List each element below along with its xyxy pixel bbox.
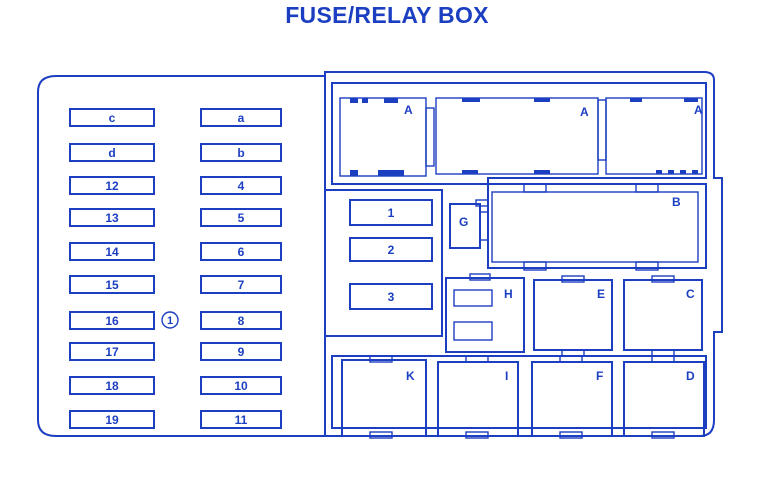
fuse-right-7-label: 9 xyxy=(238,345,245,359)
fuse-left-1: d xyxy=(69,143,155,162)
relay-i xyxy=(437,355,519,439)
fuse-right-5: 7 xyxy=(200,275,282,294)
relay-label-a3: A xyxy=(694,103,703,117)
fuse-right-2: 4 xyxy=(200,176,282,195)
fuse-right-8: 10 xyxy=(200,376,282,395)
fuse-right-5-label: 7 xyxy=(238,278,245,292)
relay-f xyxy=(531,355,613,439)
fuse-mid-0-label: 1 xyxy=(388,206,395,220)
fuse-right-0: a xyxy=(200,108,282,127)
fuse-right-3: 5 xyxy=(200,208,282,227)
fuse-left-6-label: 16 xyxy=(105,314,119,328)
fuse-right-1-label: b xyxy=(237,146,244,160)
panel-divider xyxy=(324,76,443,337)
fuse-right-6: 8 xyxy=(200,311,282,330)
diagram-title: FUSE/RELAY BOX xyxy=(285,2,489,28)
fuse-left-3-label: 13 xyxy=(105,211,119,225)
fuse-mid-0: 1 xyxy=(349,199,433,226)
fuse-right-4-label: 6 xyxy=(238,245,245,259)
fuse-mid-2-label: 3 xyxy=(388,290,395,304)
fuse-left-2: 12 xyxy=(69,176,155,195)
top-relay-tray xyxy=(331,82,707,185)
callout-circle xyxy=(161,311,179,329)
fuse-right-0-label: a xyxy=(238,111,245,125)
relay-label-f: F xyxy=(596,369,603,383)
relay-label-k: K xyxy=(406,369,415,383)
relay-label-d: D xyxy=(686,369,695,383)
fuse-right-4: 6 xyxy=(200,242,282,261)
relay-label-h: H xyxy=(504,287,513,301)
fuse-left-8-label: 18 xyxy=(105,379,119,393)
fuse-right-7: 9 xyxy=(200,342,282,361)
relay-label-i: I xyxy=(505,369,508,383)
fuse-left-9: 19 xyxy=(69,410,155,429)
fuse-left-5-label: 15 xyxy=(105,278,119,292)
relay-label-a1: A xyxy=(404,103,413,117)
fuse-left-5: 15 xyxy=(69,275,155,294)
fuse-left-0: c xyxy=(69,108,155,127)
fuse-left-7-label: 17 xyxy=(105,345,119,359)
fuse-right-9-label: 11 xyxy=(235,413,248,427)
relay-h xyxy=(445,273,525,353)
fuse-right-6-label: 8 xyxy=(238,314,245,328)
fuse-left-0-label: c xyxy=(109,111,116,125)
fuse-left-4: 14 xyxy=(69,242,155,261)
fuse-right-1: b xyxy=(200,143,282,162)
fuse-right-2-label: 4 xyxy=(238,179,245,193)
fuse-left-9-label: 19 xyxy=(105,413,119,427)
fuse-right-9: 11 xyxy=(200,410,282,429)
fuse-left-8: 18 xyxy=(69,376,155,395)
relay-label-b: B xyxy=(672,195,681,209)
fuse-right-8-label: 10 xyxy=(234,379,248,393)
fuse-left-3: 13 xyxy=(69,208,155,227)
fuse-mid-1: 2 xyxy=(349,237,433,262)
relay-a1 xyxy=(339,97,435,177)
fuse-right-3-label: 5 xyxy=(238,211,245,225)
relay-g xyxy=(449,199,489,249)
fuse-left-6: 16 xyxy=(69,311,155,330)
fuse-left-2-label: 12 xyxy=(105,179,119,193)
relay-label-a2: A xyxy=(580,105,589,119)
callout-number: 1 xyxy=(167,315,173,327)
relay-label-g: G xyxy=(459,215,468,229)
relay-a2 xyxy=(435,97,599,175)
relay-a3 xyxy=(597,97,703,175)
relay-k xyxy=(341,355,427,439)
box-outline xyxy=(37,71,723,437)
fuse-mid-2: 3 xyxy=(349,283,433,310)
fuse-left-1-label: d xyxy=(108,146,115,160)
relay-label-e: E xyxy=(597,287,605,301)
relay-d xyxy=(623,355,705,439)
fuse-left-7: 17 xyxy=(69,342,155,361)
relay-label-c: C xyxy=(686,287,695,301)
fuse-left-4-label: 14 xyxy=(105,245,119,259)
fuse-mid-1-label: 2 xyxy=(388,243,395,257)
